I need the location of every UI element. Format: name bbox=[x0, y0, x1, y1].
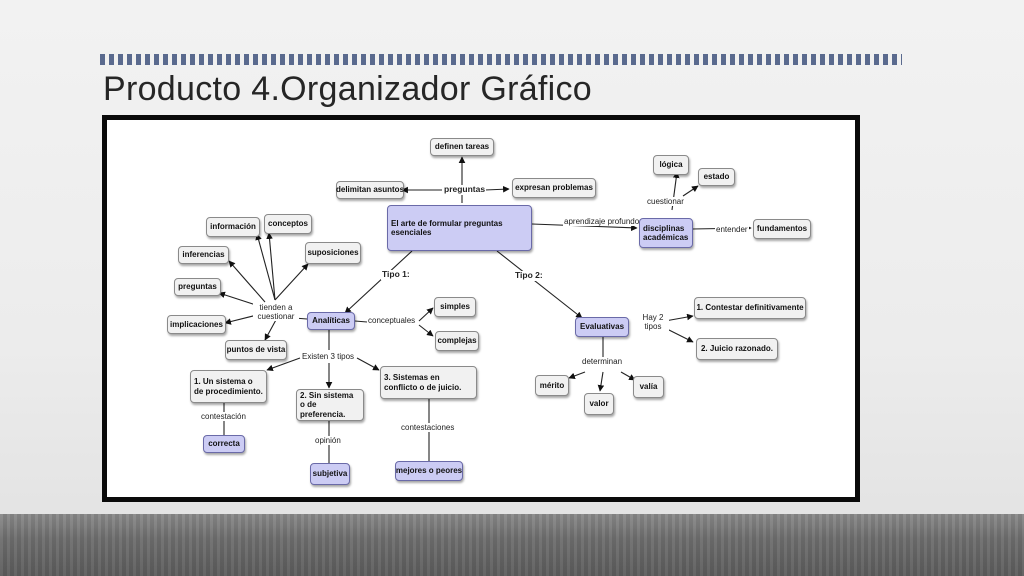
node-valor: valor bbox=[584, 393, 614, 415]
node-sistema-procedimiento: 1. Un sistema o de procedimiento. bbox=[190, 370, 267, 403]
node-expresan-problemas: expresan problemas bbox=[512, 178, 596, 198]
node-puntos-de-vista: puntos de vista bbox=[225, 340, 287, 360]
link-cuestionar: cuestionar bbox=[646, 197, 685, 207]
link-existen-3-tipos: Existen 3 tipos bbox=[301, 352, 356, 362]
slide-title: Producto 4.Organizador Gráfico bbox=[103, 70, 593, 108]
link-tipo-2: Tipo 2: bbox=[514, 270, 544, 281]
link-preguntas: preguntas bbox=[443, 184, 487, 195]
link-tipo-1: Tipo 1: bbox=[381, 269, 411, 280]
link-aprendizaje-profundo: aprendizaje profundo bbox=[563, 217, 641, 227]
node-juicio-razonado: 2. Juicio razonado. bbox=[696, 338, 778, 360]
node-analiticas: Analíticas bbox=[307, 312, 355, 330]
link-opinion: opinión bbox=[314, 436, 342, 446]
node-evaluativas: Evaluativas bbox=[575, 317, 629, 337]
node-conceptos: conceptos bbox=[264, 214, 312, 234]
node-sistemas-conflicto-juicio: 3. Sistemas en conflicto o de juicio. bbox=[380, 366, 477, 399]
link-tienden-a-cuestionar: tienden a cuestionar bbox=[253, 303, 299, 322]
link-conceptuales: conceptuales bbox=[367, 316, 417, 326]
node-sin-sistema-preferencia: 2. Sin sistema o de preferencia. bbox=[296, 389, 364, 421]
node-implicaciones: implicaciones bbox=[167, 315, 226, 334]
node-contestar-definitivamente: 1. Contestar definitivamente bbox=[694, 297, 806, 319]
floor-background bbox=[0, 514, 1024, 576]
node-logica: lógica bbox=[653, 155, 689, 175]
node-estado: estado bbox=[698, 168, 735, 186]
node-fundamentos: fundamentos bbox=[753, 219, 811, 239]
node-informacion: información bbox=[206, 217, 260, 237]
node-mejores-o-peores: mejores o peores bbox=[395, 461, 463, 481]
link-contestaciones: contestaciones bbox=[400, 423, 456, 433]
node-delimitan-asuntos: delimitan asuntos bbox=[336, 181, 404, 199]
title-decor-stripe bbox=[100, 54, 902, 65]
node-center-topic: El arte de formular preguntas esenciales bbox=[387, 205, 532, 251]
node-subjetiva: subjetiva bbox=[310, 463, 350, 485]
link-determinan: determinan bbox=[581, 357, 624, 367]
node-disciplinas-academicas: disciplinas académicas bbox=[639, 218, 693, 248]
node-merito: mérito bbox=[535, 375, 569, 396]
link-contestacion: contestación bbox=[200, 412, 247, 422]
node-valia: valía bbox=[633, 376, 664, 398]
node-inferencias: inferencias bbox=[178, 246, 229, 264]
node-complejas: complejas bbox=[435, 331, 479, 351]
node-preguntas: preguntas bbox=[174, 278, 221, 296]
concept-map-frame: definen tareas delimitan asuntos expresa… bbox=[102, 115, 860, 502]
node-suposiciones: suposiciones bbox=[305, 242, 361, 264]
node-simples: simples bbox=[434, 297, 476, 317]
link-entender: entender bbox=[715, 225, 749, 235]
node-definen-tareas: definen tareas bbox=[430, 138, 494, 156]
node-correcta: correcta bbox=[203, 435, 245, 453]
link-hay-2-tipos: Hay 2 tipos bbox=[637, 313, 669, 332]
